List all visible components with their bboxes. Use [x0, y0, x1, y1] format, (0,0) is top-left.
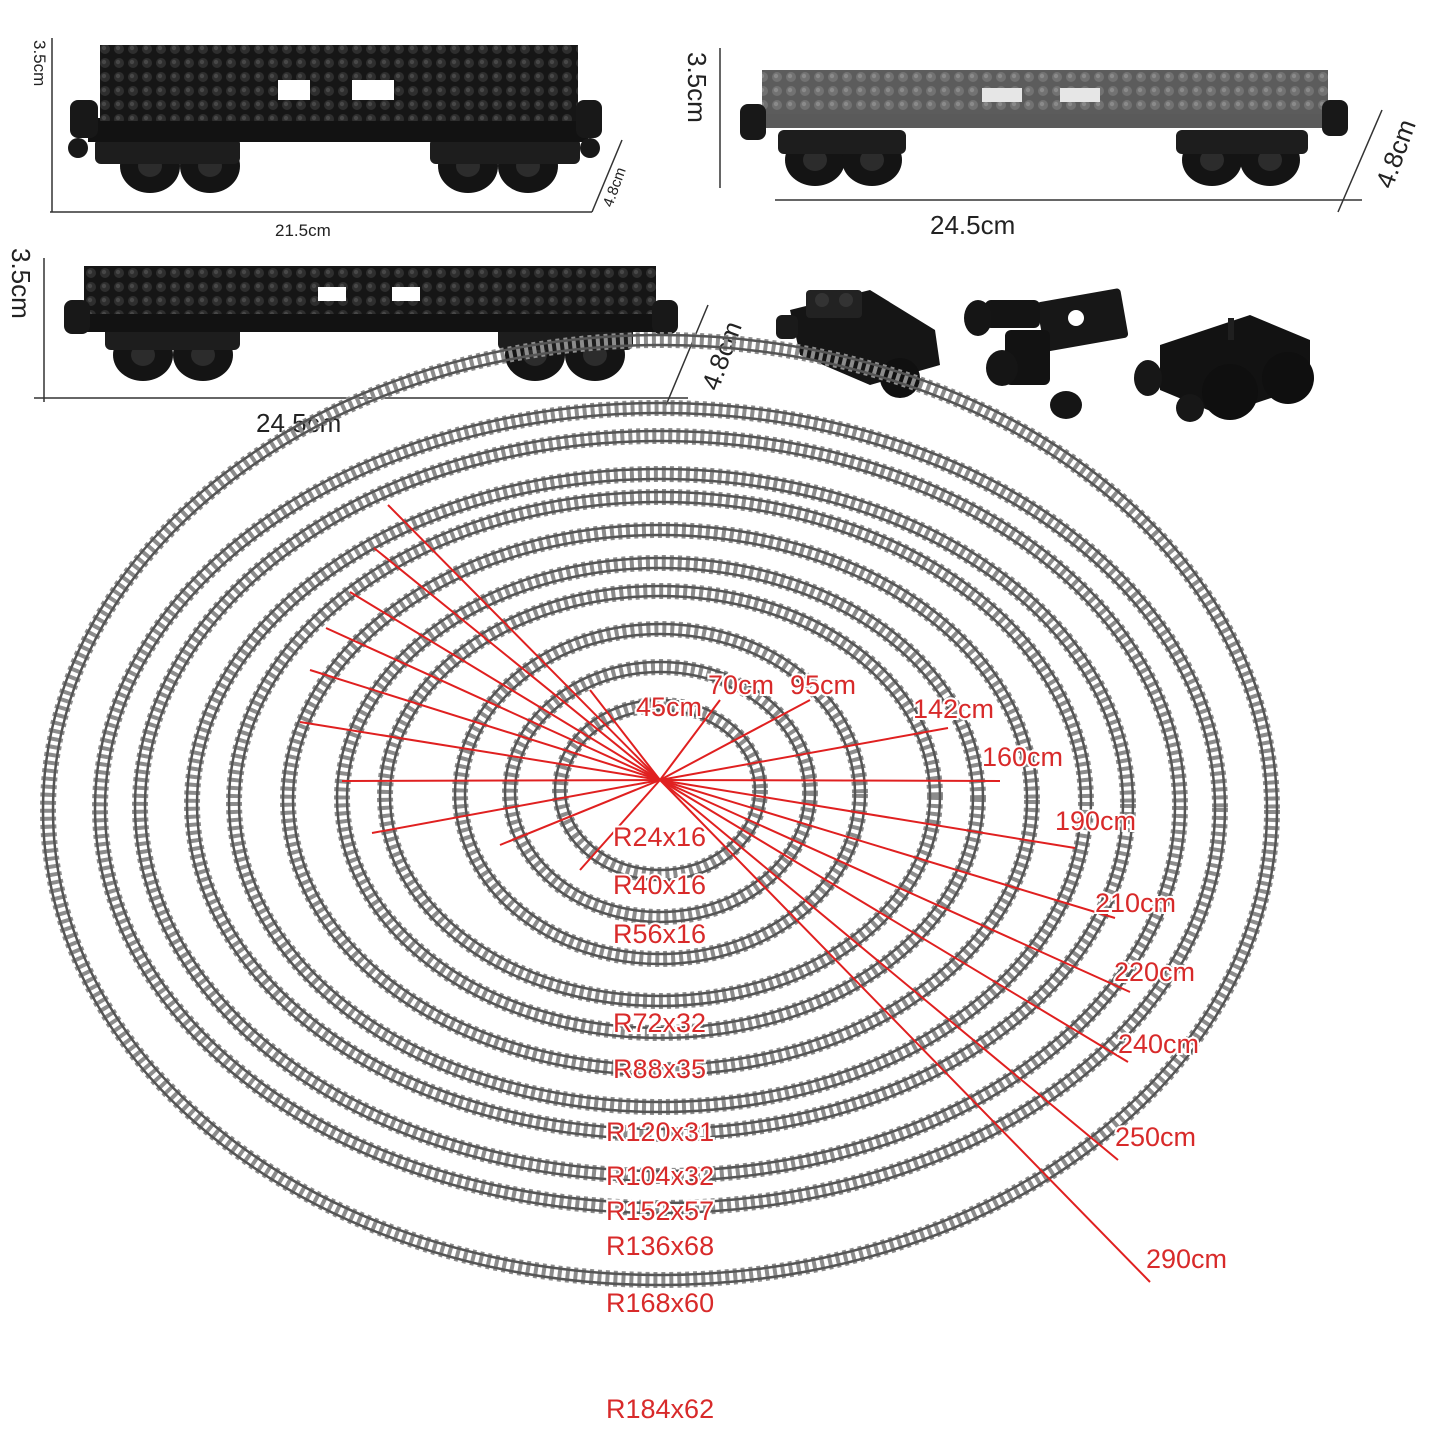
car-a-height-label: 3.5cm: [30, 40, 49, 86]
track-ring: [280, 522, 1040, 1078]
radius-line: [659, 779, 1131, 993]
car-b-length-label: 24.5cm: [930, 210, 1015, 240]
ring-label-r152x57: R152x57: [606, 1196, 714, 1226]
ring-label-r184x62: R184x62: [606, 1394, 714, 1424]
ring-label-r168x60: R168x60: [606, 1288, 714, 1318]
car-c-height-label: 3.5cm: [6, 248, 36, 319]
radius-label-240cm: 240cm: [1118, 1029, 1199, 1059]
radius-line: [659, 779, 1076, 849]
radius-line: [659, 779, 1151, 1283]
radius-label-210cm: 210cm: [1095, 888, 1176, 918]
car-a-width-label: 4.8cm: [600, 165, 630, 209]
radius-line: [299, 721, 661, 781]
track-ring: [552, 697, 768, 883]
radius-lines: [299, 504, 1151, 1283]
radius-line: [387, 504, 661, 781]
ring-label-r120x31: R120x31: [606, 1117, 714, 1147]
radius-line: [325, 627, 661, 781]
car-a-length-label: 21.5cm: [275, 221, 331, 240]
ring-label-r56x16: R56x16: [613, 919, 706, 949]
radius-label-220cm: 220cm: [1114, 957, 1195, 987]
radius-line: [659, 699, 811, 781]
radius-label-190cm: 190cm: [1055, 806, 1136, 836]
ring-label-r104x32: R104x32: [606, 1161, 714, 1191]
track-ring: [92, 400, 1228, 1216]
radius-line: [589, 689, 661, 781]
wheel-bogie-part: [1134, 315, 1314, 422]
train-car-b: 3.5cm 24.5cm 4.8cm: [682, 48, 1422, 240]
ring-label-r136x68: R136x68: [606, 1231, 714, 1261]
track-ring: [132, 428, 1188, 1184]
ring-label-r24x16: R24x16: [613, 822, 706, 852]
radius-line: [579, 779, 661, 871]
track-ring: [184, 466, 1136, 1142]
magnet-coupler-part: [964, 288, 1129, 419]
track-ring: [452, 621, 868, 967]
radius-line: [309, 669, 661, 781]
radius-line: [349, 591, 661, 781]
ring-label-r40x16: R40x16: [613, 870, 706, 900]
radius-line: [659, 779, 1119, 1161]
radius-label-290cm: 290cm: [1146, 1244, 1227, 1274]
radius-label-250cm: 250cm: [1115, 1122, 1196, 1152]
ring-label-r88x35: R88x35: [613, 1054, 706, 1084]
radius-label-160cm: 160cm: [982, 742, 1063, 772]
radius-line: [371, 779, 661, 834]
radius-line: [499, 779, 661, 846]
radius-line: [659, 779, 1116, 919]
track-ring: [334, 555, 986, 1041]
radius-label-142cm: 142cm: [913, 694, 994, 724]
radius-label-70cm: 70cm: [708, 670, 774, 700]
bogie-parts: [776, 288, 1314, 422]
track-ring: [226, 489, 1094, 1115]
track-circles: [40, 332, 1280, 1288]
car-c-width-label: 4.8cm: [695, 317, 747, 394]
ring-label-r72x32: R72x32: [613, 1008, 706, 1038]
car-b-width-label: 4.8cm: [1369, 115, 1421, 192]
track-ring: [377, 583, 943, 1009]
radius-label-95cm: 95cm: [790, 670, 856, 700]
radius-line: [341, 779, 661, 782]
track-ring: [502, 659, 818, 925]
radius-line: [373, 547, 661, 781]
radius-label-45cm: 45cm: [636, 692, 702, 722]
radius-line: [659, 779, 1129, 1063]
car-b-height-label: 3.5cm: [682, 52, 712, 123]
radius-line: [659, 727, 949, 781]
train-car-a: 3.5cm 21.5cm 4.8cm: [30, 38, 630, 240]
radius-line: [659, 779, 1001, 782]
track-ring: [40, 332, 1280, 1288]
radius-line: [659, 699, 721, 781]
